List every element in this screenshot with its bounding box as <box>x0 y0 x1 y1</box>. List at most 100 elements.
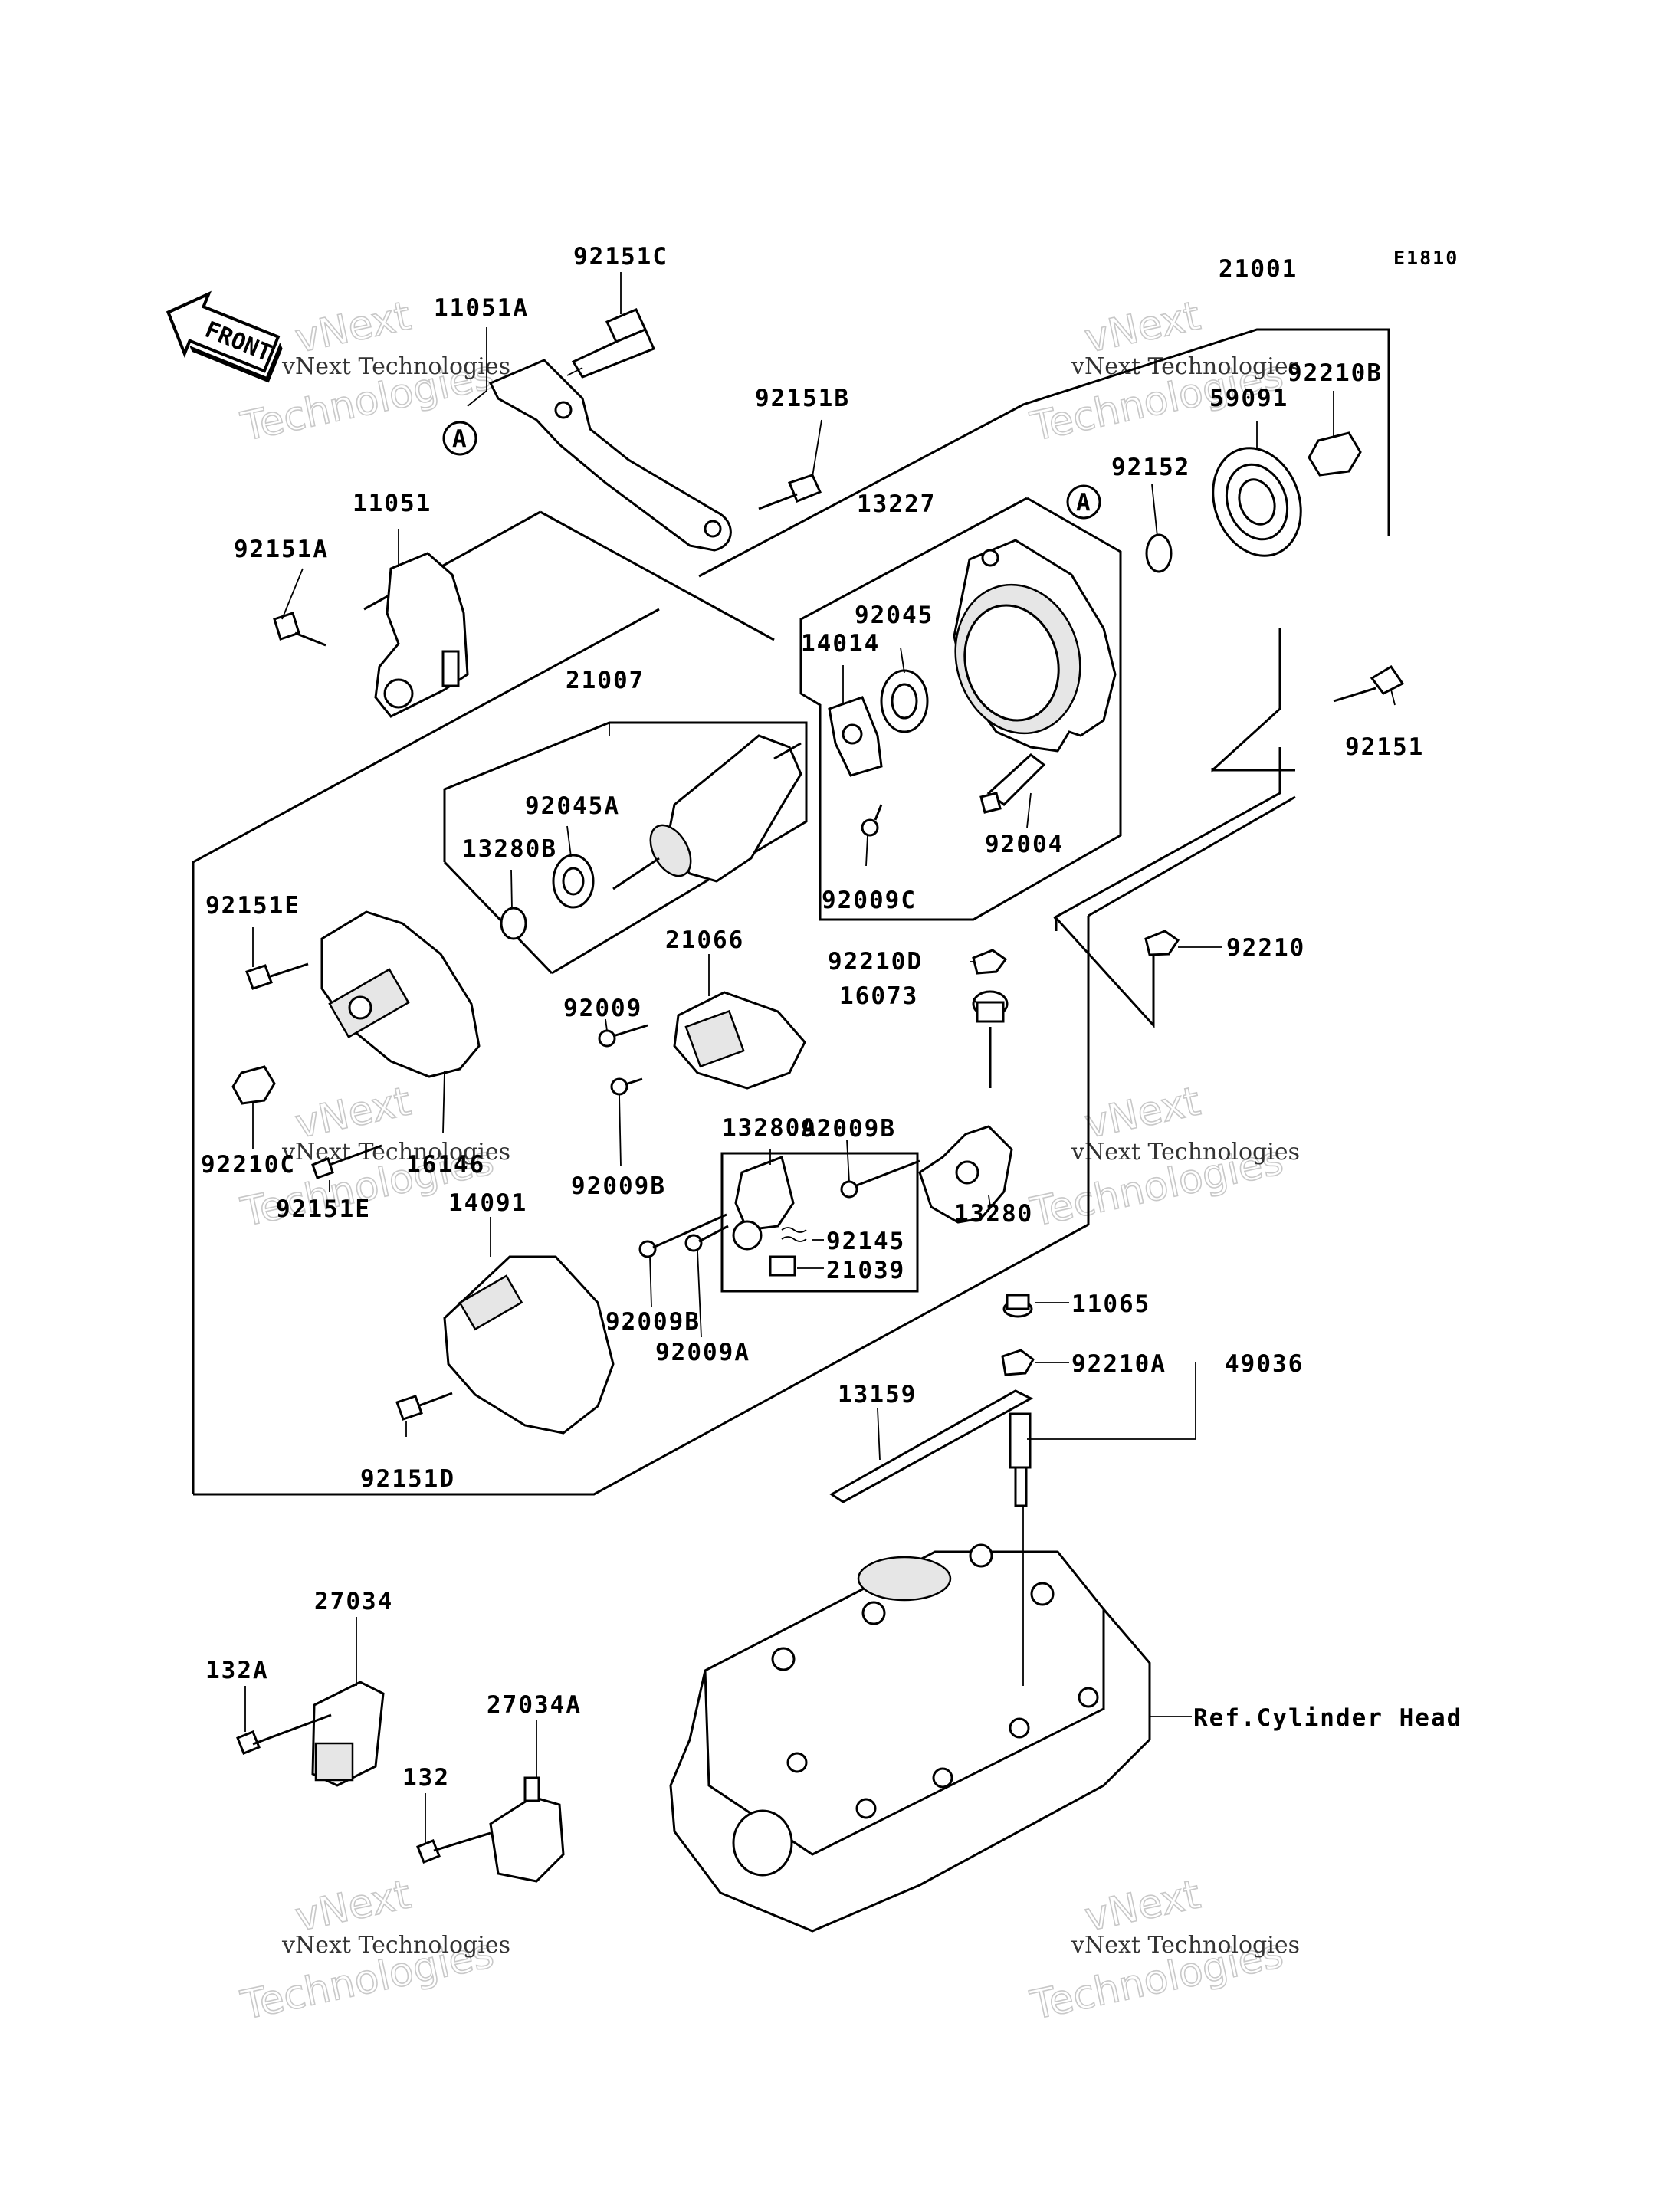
callout-ref-cylinder-head: Ref.Cylinder Head <box>1193 1704 1462 1732</box>
watermark-text: vNext <box>291 293 415 362</box>
bolt-92151c <box>566 308 655 379</box>
callout-92210b: 92210B <box>1288 359 1383 387</box>
callout-92145: 92145 <box>826 1228 905 1255</box>
spring-92145 <box>781 1227 807 1242</box>
glow-plug-49036 <box>1009 1412 1032 1507</box>
callout-11051: 11051 <box>353 490 431 517</box>
callout-92152: 92152 <box>1111 454 1190 481</box>
bolt-92151e-lower <box>311 1144 382 1179</box>
leader-lines <box>244 272 1396 1843</box>
callout-11065: 11065 <box>1071 1290 1150 1318</box>
screw-92009a <box>684 1225 729 1252</box>
callout-27034a: 27034A <box>487 1691 582 1719</box>
callout-49036: 49036 <box>1225 1350 1304 1378</box>
callout-92151a: 92151A <box>234 536 329 563</box>
callout-92009a: 92009A <box>655 1339 750 1366</box>
callout-16073: 16073 <box>839 982 918 1010</box>
callout-59091: 59091 <box>1209 385 1288 412</box>
callout-92151b: 92151B <box>755 385 850 412</box>
callout-92009b-2: 92009B <box>571 1172 666 1200</box>
callout-labels: 92151C 11051A 92151B 11051 92151A 21001 … <box>201 243 1462 1792</box>
callout-92210d: 92210D <box>828 948 923 976</box>
callout-13159: 13159 <box>838 1381 917 1408</box>
nut-92210b <box>1308 431 1362 477</box>
plate-14014 <box>828 696 883 777</box>
nut-92210d <box>972 949 1008 975</box>
watermark-mid-right: vNext Technologies vNext Technologies <box>1025 1078 1300 1237</box>
arm-11051a <box>488 359 732 552</box>
callout-14014: 14014 <box>801 630 880 657</box>
callout-92009b-3: 92009B <box>605 1308 701 1336</box>
callout-92009c: 92009C <box>822 887 917 914</box>
callout-92151d: 92151D <box>360 1465 455 1493</box>
callout-92045: 92045 <box>855 602 934 629</box>
plate-13159 <box>829 1389 1034 1503</box>
callout-132a: 132A <box>205 1657 269 1684</box>
bolt-132 <box>416 1831 491 1864</box>
bearing-92045 <box>880 669 929 733</box>
cover-14091 <box>443 1255 615 1435</box>
watermark-bottom-left: vNext Technologies vNext Technologies <box>236 1871 510 2030</box>
callout-92045a: 92045A <box>525 792 620 820</box>
callout-16146: 16146 <box>406 1151 485 1179</box>
bolt-92151a <box>273 612 326 647</box>
front-arrow-icon: FRONT <box>166 290 283 383</box>
brush-21039 <box>769 1255 796 1277</box>
callout-21039: 21039 <box>826 1257 905 1284</box>
screw-92009c <box>861 804 883 837</box>
callout-13280: 13280 <box>954 1200 1033 1228</box>
callout-13227: 13227 <box>857 490 936 518</box>
terminal-11065 <box>1002 1294 1033 1318</box>
callout-11051a: 11051A <box>434 294 529 322</box>
bearing-92045a <box>552 854 595 909</box>
screw-92009b-left <box>610 1077 643 1096</box>
watermark-text: vNext Technologies <box>1071 353 1300 380</box>
watermark-text: vNext Technologies <box>1071 1932 1300 1959</box>
marker-a-text: A <box>452 425 468 453</box>
bolt-92151b <box>758 474 822 510</box>
callout-92210a: 92210A <box>1071 1350 1166 1378</box>
screw-92009b-right <box>840 1159 920 1199</box>
callout-92151c: 92151C <box>573 243 668 271</box>
callout-92151e-top: 92151E <box>205 892 300 920</box>
callout-14091: 14091 <box>448 1189 527 1217</box>
callout-21001: 21001 <box>1219 255 1298 283</box>
watermark-top-right: vNext Technologies vNext Technologies <box>1025 293 1300 451</box>
watermark-text: vNext <box>1081 1078 1204 1147</box>
marker-a-right: A <box>1066 484 1101 520</box>
watermark-text: vNext Technologies <box>281 353 510 380</box>
housing-13227 <box>953 539 1117 753</box>
brush-holder-13280a <box>732 1155 795 1251</box>
bolt-92151d <box>395 1392 453 1421</box>
screw-92009 <box>598 1024 648 1048</box>
marker-a-text: A <box>1076 489 1092 516</box>
callout-92151e-bot: 92151E <box>276 1195 371 1223</box>
watermark-text: vNext <box>291 1078 415 1147</box>
callout-92151: 92151 <box>1345 733 1424 761</box>
frame-lines <box>192 328 1390 1496</box>
cover-16146 <box>320 910 481 1078</box>
cylinder-head <box>669 1543 1151 1933</box>
callout-92210c: 92210C <box>201 1151 296 1179</box>
nut-92210 <box>1144 930 1180 956</box>
watermark-text: vNext <box>291 1871 415 1940</box>
watermark-text: vNext <box>1081 1871 1204 1940</box>
watermark-bottom-right: vNext Technologies vNext Technologies <box>1025 1871 1300 2030</box>
screw-92009b-middle <box>638 1213 727 1258</box>
watermark-text: vNext Technologies <box>1071 1139 1300 1166</box>
bolt-132a <box>236 1713 332 1755</box>
relay-27034a <box>489 1776 565 1883</box>
callout-92009b-1: 92009B <box>801 1115 896 1143</box>
callout-27034: 27034 <box>314 1588 393 1615</box>
callout-92009: 92009 <box>563 995 642 1022</box>
regulator-21066 <box>673 991 806 1090</box>
rotor-21007 <box>612 734 802 890</box>
callout-21007: 21007 <box>566 667 645 694</box>
marker-a-left: A <box>442 421 477 456</box>
collar-92152 <box>1145 533 1173 573</box>
callout-92210: 92210 <box>1226 934 1305 962</box>
bolt-92151e-upper <box>245 962 309 990</box>
bolt-92151 <box>1333 664 1405 703</box>
nut-92210a <box>1001 1349 1035 1376</box>
